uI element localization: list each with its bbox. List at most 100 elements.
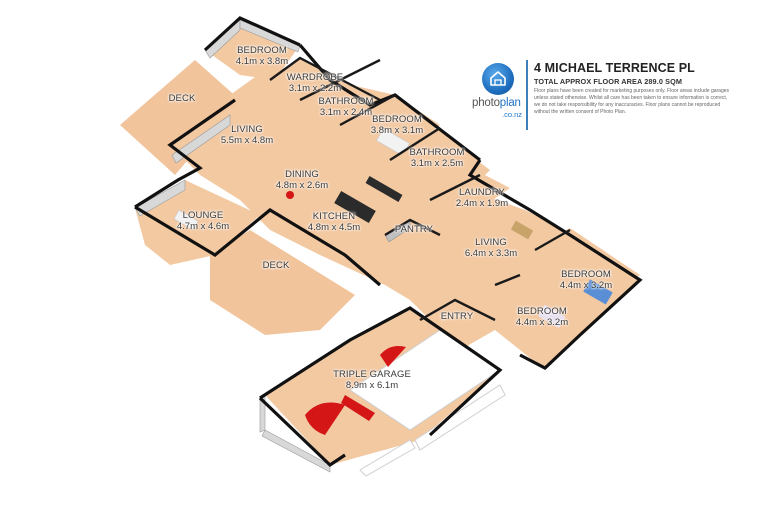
brand-header: photoplan .co.nz 4 MICHAEL TERRENCE PL T… (470, 60, 760, 132)
exterior-wall-outline (134, 98, 236, 209)
bedroom-3-floor (540, 228, 640, 300)
interior-wall (269, 56, 381, 102)
room-dimensions: 6.4m x 3.3m (464, 247, 518, 259)
car-icon (305, 402, 345, 435)
room-name: BEDROOM (372, 114, 422, 125)
garage-door (414, 384, 506, 451)
photoplan-logo: photoplan .co.nz (472, 60, 530, 128)
room-name: ENTRY (440, 311, 474, 322)
room-name: PANTRY (394, 224, 434, 235)
interior-wall (494, 273, 521, 287)
room-dimensions: 3.1m x 2.2m (288, 82, 342, 94)
logo-wordmark: photoplan (472, 97, 521, 109)
room-dimensions: 3.1m x 2.4m (319, 106, 373, 118)
room-name: BEDROOM (237, 45, 287, 56)
exterior-wall-outline (203, 16, 301, 52)
exterior-wall-outline (467, 159, 643, 370)
interior-wall (419, 298, 496, 322)
interior-wall (429, 173, 481, 202)
room-label-pantry: PANTRY (394, 224, 434, 236)
logo-word-plan: plan (499, 97, 521, 109)
dining-floor (240, 150, 345, 205)
wall-segment (134, 179, 186, 217)
car-icon (380, 346, 406, 367)
room-dimensions: 3.1m x 2.5m (410, 157, 464, 169)
exterior-wall-outline (258, 396, 346, 468)
bedroom-4-floor (500, 275, 605, 340)
living-right-floor (440, 200, 560, 285)
interior-wall (384, 218, 441, 237)
room-dimensions: 4.4m x 3.2m (515, 316, 569, 328)
interior-wall (389, 126, 441, 162)
room-label-deck-top: DECK (168, 93, 196, 105)
wall-segment (171, 114, 231, 164)
room-name: BEDROOM (561, 269, 611, 280)
sofa-icon (510, 220, 534, 240)
room-name: BEDROOM (517, 306, 567, 317)
room-name: LAUNDRY (459, 187, 505, 198)
property-address-title: 4 MICHAEL TERRENCE PL (534, 61, 695, 75)
room-name: LIVING (475, 237, 507, 248)
interior-wall (534, 228, 571, 252)
room-dimensions: 8.9m x 6.1m (345, 379, 399, 391)
garage-door (359, 439, 416, 477)
room-dimensions: 4.7m x 4.6m (176, 220, 230, 232)
exterior-wall-outline (134, 205, 382, 287)
room-name: BATHROOM (318, 96, 374, 107)
room-dimensions: 4.8m x 2.6m (275, 179, 329, 191)
kitchen-bench-icon (365, 176, 403, 202)
interior-wall (299, 58, 381, 102)
room-dimensions: 2.4m x 1.9m (455, 197, 509, 209)
room-dimensions: 4.8m x 4.5m (307, 221, 361, 233)
kitchen-island-icon (334, 190, 376, 224)
disclaimer-text: Floor plans have been created for market… (534, 88, 730, 115)
room-label-deck-bottom: DECK (262, 260, 290, 272)
room-name: TRIPLE GARAGE (333, 369, 411, 380)
interior-wall (339, 93, 396, 127)
floor-area-subtitle: TOTAL APPROX FLOOR AREA 289.0 SQM (534, 77, 683, 86)
sofa-icon (173, 209, 199, 231)
car-icon (341, 395, 375, 421)
logo-domain: .co.nz (502, 110, 523, 119)
room-name: KITCHEN (312, 211, 356, 222)
room-name: LIVING (231, 124, 263, 135)
deck-top-left (120, 60, 240, 175)
house-icon (490, 71, 506, 86)
room-dimensions: 4.1m x 3.8m (235, 55, 289, 67)
room-name: LOUNGE (182, 210, 224, 221)
room-label-entry: ENTRY (440, 311, 474, 323)
wall-segment (261, 429, 331, 473)
room-name: DECK (262, 260, 290, 271)
bed-icon (583, 279, 613, 305)
room-dimensions: 3.8m x 3.1m (370, 124, 424, 136)
dining-table-icon (286, 191, 294, 199)
room-name: WARDROBE (286, 72, 344, 83)
laundry-floor (440, 170, 510, 210)
room-dimensions: 5.5m x 4.8m (220, 134, 274, 146)
logo-circle-icon (482, 63, 514, 95)
kitchen-floor (280, 185, 400, 265)
room-name: DECK (168, 93, 196, 104)
deck-bottom (210, 230, 355, 335)
room-dimensions: 4.4m x 3.2m (559, 279, 613, 291)
exterior-wall-outline (259, 306, 503, 437)
logo-word-photo: photo (472, 97, 500, 109)
bed-icon (538, 304, 566, 329)
header-divider (526, 60, 528, 130)
room-name: BATHROOM (409, 147, 465, 158)
